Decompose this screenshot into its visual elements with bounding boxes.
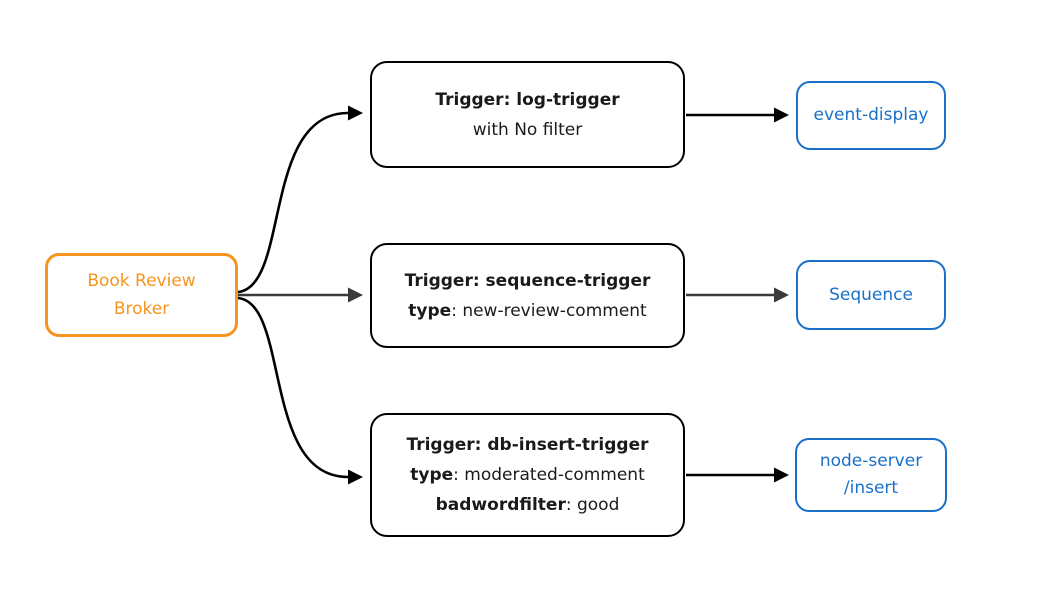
edge-broker-to-log-trigger	[237, 105, 363, 294]
edge-broker-to-db-insert-trigger	[237, 296, 363, 485]
sink-node-event-display: event-display	[796, 81, 946, 150]
sink-node-server-label-line2: /insert	[843, 478, 899, 498]
trigger-sequence-detail: type: new-review-comment	[408, 300, 647, 321]
trigger-node-sequence: Trigger: sequence-trigger type: new-revi…	[370, 243, 685, 348]
trigger-node-db-insert: Trigger: db-insert-trigger type: moderat…	[370, 413, 685, 537]
sink-event-display-label: event-display	[813, 105, 929, 125]
sink-node-sequence: Sequence	[796, 260, 946, 330]
broker-node: Book Review Broker	[45, 253, 238, 337]
trigger-db-heading: Trigger: db-insert-trigger	[406, 435, 649, 455]
trigger-node-log: Trigger: log-trigger with No filter	[370, 61, 685, 168]
trigger-db-detail-badwordfilter: badwordfilter: good	[435, 495, 620, 515]
broker-label-line1: Book Review	[87, 271, 196, 291]
trigger-log-heading: Trigger: log-trigger	[435, 89, 620, 110]
trigger-sequence-heading: Trigger: sequence-trigger	[404, 270, 651, 291]
sink-sequence-label: Sequence	[829, 284, 913, 305]
trigger-db-detail-type: type: moderated-comment	[410, 465, 645, 485]
trigger-log-detail: with No filter	[472, 119, 583, 140]
sink-node-server-label-line1: node-server	[819, 451, 923, 471]
sink-node-node-server-insert: node-server /insert	[795, 438, 947, 512]
broker-label-line2: Broker	[113, 299, 170, 319]
